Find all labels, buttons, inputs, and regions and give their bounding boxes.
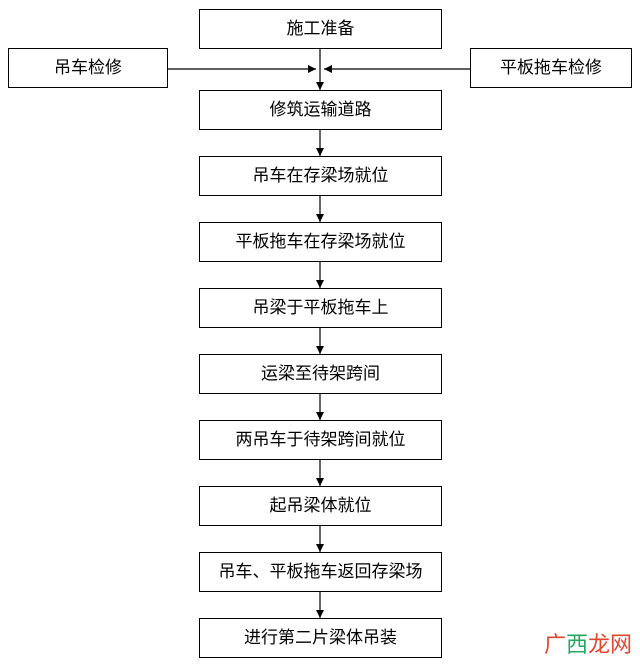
- step-box-8: 起吊梁体就位: [199, 486, 442, 526]
- side-box-right: 平板拖车检修: [470, 48, 632, 88]
- step-box-7: 两吊车于待架跨间就位: [199, 420, 442, 460]
- watermark-part-1: 广: [543, 633, 566, 658]
- step-label-7: 两吊车于待架跨间就位: [235, 429, 406, 450]
- step-label-1: 施工准备: [286, 18, 355, 39]
- step-box-2: 修筑运输道路: [199, 90, 442, 130]
- step-label-2: 修筑运输道路: [269, 99, 372, 120]
- watermark-part-3: 龙网: [587, 633, 632, 658]
- side-label-left: 吊车检修: [54, 57, 122, 78]
- step-label-3: 吊车在存梁场就位: [252, 165, 389, 186]
- step-box-6: 运梁至待架跨间: [199, 354, 442, 394]
- step-box-10: 进行第二片梁体吊装: [199, 618, 442, 658]
- watermark-part-2: 西: [565, 633, 588, 658]
- step-box-3: 吊车在存梁场就位: [199, 156, 442, 196]
- step-label-5: 吊梁于平板拖车上: [252, 297, 389, 318]
- step-box-9: 吊车、平板拖车返回存梁场: [199, 552, 442, 592]
- step-box-4: 平板拖车在存梁场就位: [199, 222, 442, 262]
- step-label-6: 运梁至待架跨间: [261, 363, 380, 384]
- step-label-8: 起吊梁体就位: [269, 495, 372, 516]
- watermark-logo: 广西龙网: [544, 627, 632, 659]
- step-box-1: 施工准备: [199, 9, 442, 49]
- step-label-4: 平板拖车在存梁场就位: [235, 231, 406, 252]
- step-box-5: 吊梁于平板拖车上: [199, 288, 442, 328]
- side-box-left: 吊车检修: [8, 48, 168, 88]
- side-label-right: 平板拖车检修: [500, 57, 602, 78]
- step-label-10: 进行第二片梁体吊装: [244, 627, 397, 648]
- step-label-9: 吊车、平板拖车返回存梁场: [218, 561, 423, 582]
